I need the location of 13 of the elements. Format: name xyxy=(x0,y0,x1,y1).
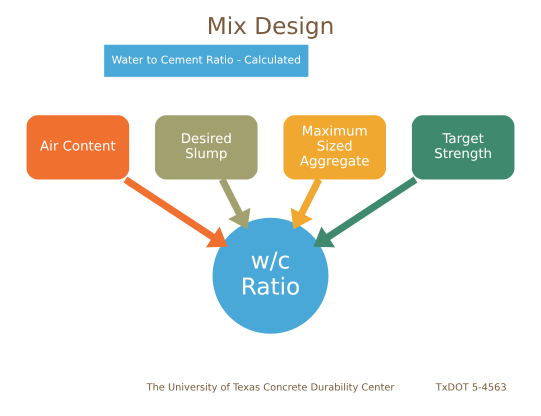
node-box: Desired Slump xyxy=(155,115,258,180)
node-circle: w/c Ratio xyxy=(212,218,328,334)
arrow xyxy=(290,178,322,230)
node-box: Target Strength xyxy=(412,115,514,180)
label: The University of Texas Concrete Durability Center xyxy=(146,382,394,394)
label: TxDOT 5-4563 xyxy=(436,382,507,394)
label: Water to Cement Ratio - Calculated xyxy=(112,54,301,67)
arrow xyxy=(313,176,418,248)
diagram-title: Mix Design xyxy=(206,12,334,40)
node-box: Air Content xyxy=(26,115,130,180)
node-box: Maximum Sized Aggregate xyxy=(283,115,386,180)
arrow xyxy=(218,178,250,230)
arrow xyxy=(124,176,228,248)
